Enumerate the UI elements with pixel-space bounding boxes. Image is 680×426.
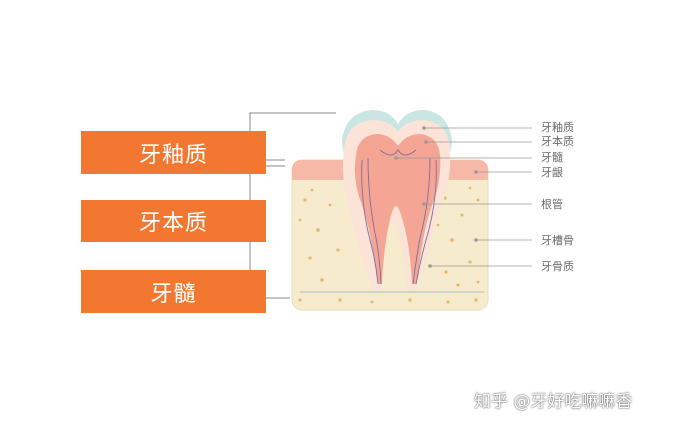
tag-pulp: 牙髓 (81, 270, 266, 313)
label-alveolar-bone: 牙槽骨 (541, 234, 574, 247)
pulp (354, 134, 441, 284)
label-cementum: 牙骨质 (541, 260, 574, 273)
label-dentin: 牙本质 (541, 135, 574, 148)
tag-enamel: 牙釉质 (81, 131, 266, 174)
tag-dentin: 牙本质 (81, 200, 266, 242)
bone-dots (298, 186, 480, 304)
label-gum: 牙龈 (541, 166, 563, 179)
watermark: 知乎 @牙好吃嘛嘛香 (474, 392, 633, 412)
pointer-lines (396, 127, 532, 267)
label-enamel: 牙釉质 (541, 121, 574, 134)
canal-lines (361, 149, 437, 285)
label-root-canal: 根管 (541, 198, 563, 211)
pointer-dots (394, 126, 478, 268)
label-pulp: 牙髓 (541, 151, 563, 164)
